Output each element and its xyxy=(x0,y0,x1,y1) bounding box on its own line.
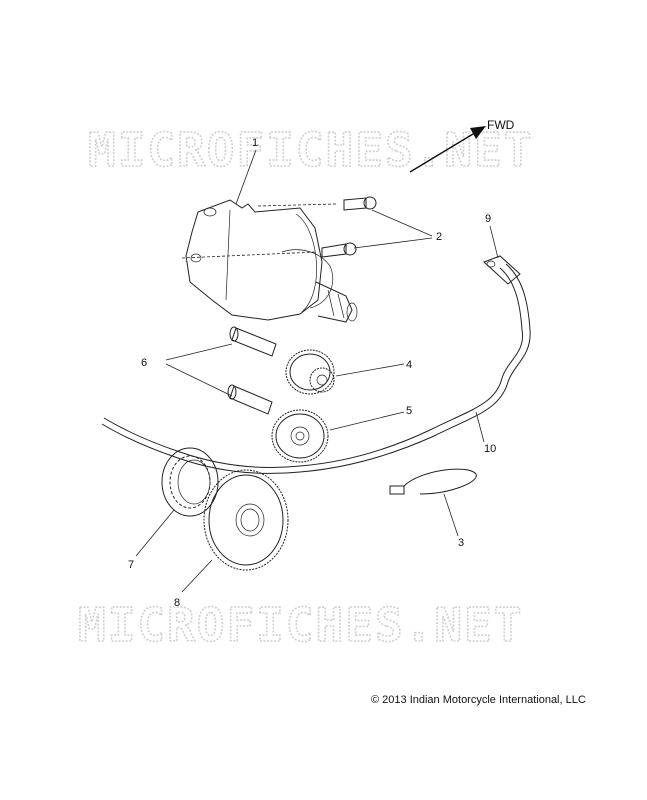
fwd-label: FWD xyxy=(487,118,515,132)
copyright-notice: © 2013 Indian Motorcycle International, … xyxy=(371,694,586,706)
callout-5: 5 xyxy=(406,405,412,417)
callout-2: 2 xyxy=(436,231,442,243)
watermark-top: MICROFICHES.NET xyxy=(88,123,533,177)
starter-idler-gear xyxy=(285,349,335,395)
starter-motor xyxy=(185,199,358,323)
callout-8: 8 xyxy=(174,597,180,609)
callout-1: 1 xyxy=(252,137,258,149)
cable-terminal xyxy=(483,255,521,285)
callout-leaders xyxy=(135,149,499,593)
callout-10: 10 xyxy=(484,443,496,455)
watermark-bottom: MICROFICHES.NET xyxy=(78,598,523,652)
callout-3: 3 xyxy=(458,537,464,549)
callout-7: 7 xyxy=(128,559,134,571)
callout-6: 6 xyxy=(141,357,147,369)
callout-4: 4 xyxy=(406,359,412,371)
dowel-pin-lower xyxy=(227,384,273,415)
mounting-bolt-lower xyxy=(321,242,357,258)
fwd-arrow-icon xyxy=(409,126,486,173)
dowel-pin-upper xyxy=(229,326,277,357)
cable-tie xyxy=(389,468,477,495)
copyright-text: 2013 Indian Motorcycle International, LL… xyxy=(382,694,586,706)
starter-cable xyxy=(103,267,524,468)
one-way-clutch xyxy=(161,447,219,517)
reduction-gear xyxy=(271,409,329,463)
starter-driven-gear xyxy=(203,469,289,571)
starter-cable-edge xyxy=(101,263,531,474)
callout-9: 9 xyxy=(485,213,491,225)
mounting-bolt-upper xyxy=(343,196,377,211)
copyright-symbol: © xyxy=(371,694,380,706)
